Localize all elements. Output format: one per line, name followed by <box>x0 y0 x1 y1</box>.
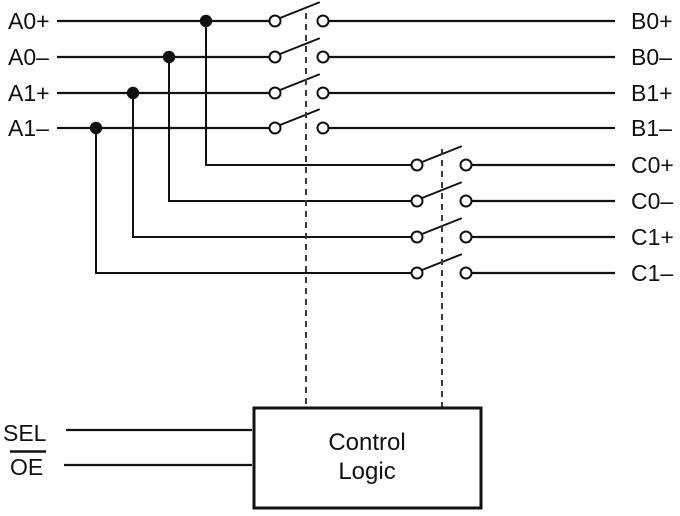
switch-blade <box>279 37 320 55</box>
control-logic-block: Control Logic <box>252 406 483 510</box>
control-logic-label-line1: Control <box>328 429 405 456</box>
output-labels: B0+ B0– B1+ B1– C0+ C0– C1+ C1– <box>631 8 674 286</box>
branch-a0-minus-to-c0-minus <box>168 57 412 202</box>
junction-dot-a1-minus <box>89 121 103 135</box>
switch-contact-left <box>410 266 424 280</box>
switch-contact-right <box>316 121 330 135</box>
output-label-b0-plus: B0+ <box>631 8 673 34</box>
output-label-c0-plus: C0+ <box>631 152 674 178</box>
switch-b0-minus-icon <box>268 37 330 64</box>
branch-a1-minus-to-c1-minus <box>95 128 412 274</box>
control-logic-box <box>252 406 483 510</box>
junction-dot-a0-minus <box>162 50 176 64</box>
switch-contact-left <box>410 230 424 244</box>
switch-contact-right <box>459 158 473 172</box>
oe-label: OE <box>10 454 43 480</box>
output-label-b1-plus: B1+ <box>631 80 673 106</box>
switch-contact-right <box>316 50 330 64</box>
input-label-a0-minus: A0– <box>8 44 49 70</box>
output-label-b0-minus: B0– <box>631 44 672 70</box>
switch-contact-right <box>459 194 473 208</box>
input-label-a0-plus: A0+ <box>8 8 50 34</box>
switch-bank-c <box>410 145 473 280</box>
sel-label: SEL <box>3 420 47 446</box>
switch-contact-right <box>316 86 330 100</box>
switch-b1-plus-icon <box>268 73 330 100</box>
switch-contact-left <box>268 50 282 64</box>
switch-blade <box>279 1 320 19</box>
switch-contact-right <box>459 230 473 244</box>
output-label-c1-minus: C1– <box>631 260 673 286</box>
switch-contact-left <box>268 14 282 28</box>
switch-contact-right <box>316 14 330 28</box>
switch-contact-left <box>410 158 424 172</box>
control-signal-lines <box>305 13 443 407</box>
output-wires-b <box>328 19 615 130</box>
output-wires-c <box>471 163 615 275</box>
switch-c0-minus-icon <box>410 181 473 208</box>
switch-contact-left <box>410 194 424 208</box>
branch-a0-plus-to-c0-plus <box>205 21 412 166</box>
branch-wires <box>89 14 412 274</box>
switch-contact-left <box>268 121 282 135</box>
output-label-c1-plus: C1+ <box>631 224 674 250</box>
switch-blade <box>421 181 462 199</box>
output-label-c0-minus: C0– <box>631 188 673 214</box>
junction-dot-a1-plus <box>126 86 140 100</box>
switch-blade <box>279 73 320 91</box>
junction-dot-a0-plus <box>199 14 213 28</box>
switch-contact-left <box>268 86 282 100</box>
output-label-b1-minus: B1– <box>631 115 672 141</box>
switch-b1-minus-icon <box>268 108 330 135</box>
switch-blade <box>279 108 320 126</box>
input-labels: A0+ A0– A1+ A1– <box>8 8 50 141</box>
switch-contact-right <box>459 266 473 280</box>
control-logic-label-line2: Logic <box>338 458 395 485</box>
branch-a1-plus-to-c1-plus <box>132 93 412 238</box>
control-inputs: SEL OE <box>3 420 252 480</box>
input-label-a1-plus: A1+ <box>8 80 50 106</box>
input-label-a1-minus: A1– <box>8 115 49 141</box>
switch-bank-b <box>268 1 330 135</box>
input-wires <box>57 19 270 130</box>
switch-b0-plus-icon <box>268 1 330 28</box>
